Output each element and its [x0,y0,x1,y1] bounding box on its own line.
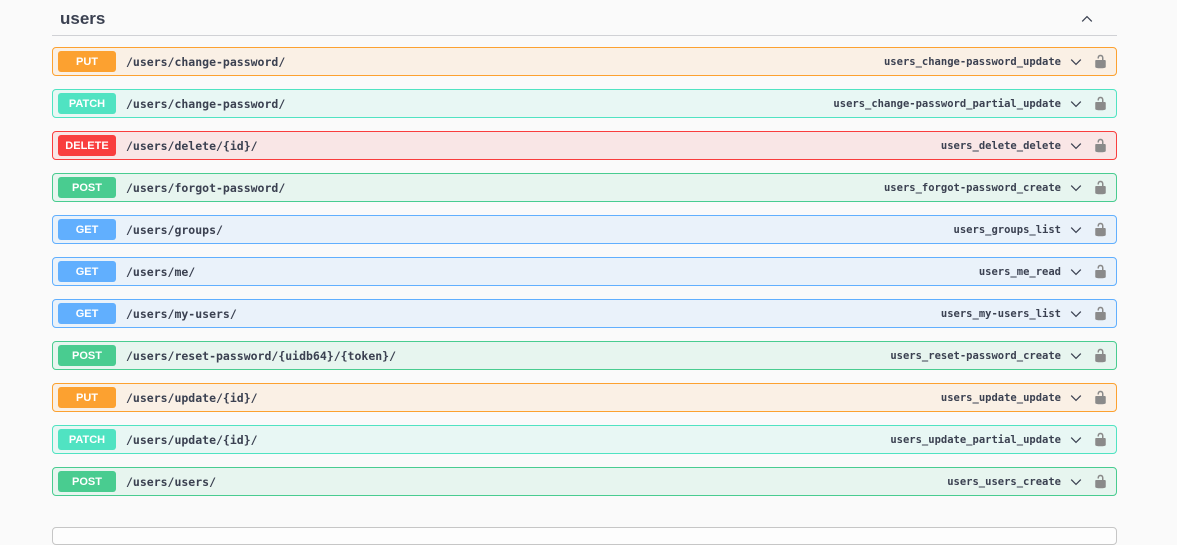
endpoint-path: /users/update/{id}/ [126,390,258,405]
expand-operation-button[interactable] [1068,432,1084,448]
endpoint-row[interactable]: PATCH /users/change-password/ users_chan… [52,89,1117,118]
operation-id: users_update_update [940,391,1061,404]
method-badge: GET [58,303,116,324]
authorize-button[interactable] [1093,222,1108,237]
endpoint-path: /users/me/ [126,264,196,279]
method-badge: PUT [58,387,116,408]
endpoint-row[interactable]: PUT /users/change-password/ users_change… [52,47,1117,76]
chevron-down-icon [1070,58,1082,65]
operation-id: users_me_read [978,265,1061,278]
endpoint-row[interactable]: GET /users/me/ users_me_read [52,257,1117,286]
expand-operation-button[interactable] [1068,474,1084,490]
endpoint-path: /users/users/ [126,474,217,489]
unlocked-padlock-icon [1095,390,1106,405]
endpoint-path: /users/reset-password/{uidb64}/{token}/ [126,348,397,363]
chevron-down-icon [1070,100,1082,107]
endpoint-row[interactable]: POST /users/users/ users_users_create [52,467,1117,496]
chevron-down-icon [1070,478,1082,485]
authorize-button[interactable] [1093,348,1108,363]
endpoint-path: /users/groups/ [126,222,223,237]
expand-operation-button[interactable] [1068,306,1084,322]
operation-id: users_change-password_partial_update [833,97,1061,110]
authorize-button[interactable] [1093,54,1108,69]
operation-id: users_change-password_update [883,55,1061,68]
method-badge: GET [58,261,116,282]
method-badge: GET [58,219,116,240]
expand-operation-button[interactable] [1068,54,1084,70]
endpoint-path: /users/update/{id}/ [126,432,258,447]
endpoint-row[interactable]: POST /users/forgot-password/ users_forgo… [52,173,1117,202]
expand-operation-button[interactable] [1068,264,1084,280]
unlocked-padlock-icon [1095,222,1106,237]
unlocked-padlock-icon [1095,54,1106,69]
unlocked-padlock-icon [1095,180,1106,195]
unlocked-padlock-icon [1095,96,1106,111]
swagger-api-section: users PUT /users/change-password/ users_… [52,0,1117,545]
section-title: users [60,9,106,28]
method-badge: POST [58,345,116,366]
operation-id: users_groups_list [953,223,1061,236]
method-badge: POST [58,471,116,492]
unlocked-padlock-icon [1095,474,1106,489]
unlocked-padlock-icon [1095,306,1106,321]
authorize-button[interactable] [1093,390,1108,405]
endpoint-row[interactable]: PUT /users/update/{id}/ users_update_upd… [52,383,1117,412]
authorize-button[interactable] [1093,432,1108,447]
chevron-down-icon [1070,184,1082,191]
chevron-down-icon [1070,310,1082,317]
authorize-button[interactable] [1093,474,1108,489]
method-badge: PATCH [58,93,116,114]
operation-id: users_reset-password_create [890,349,1061,362]
next-section-box [52,527,1117,545]
operation-id: users_update_partial_update [890,433,1061,446]
operation-id: users_forgot-password_create [883,181,1061,194]
expand-operation-button[interactable] [1068,222,1084,238]
endpoint-path: /users/my-users/ [126,306,237,321]
chevron-down-icon [1070,142,1082,149]
method-badge: DELETE [58,135,116,156]
endpoint-path: /users/forgot-password/ [126,180,286,195]
authorize-button[interactable] [1093,138,1108,153]
endpoint-row[interactable]: GET /users/groups/ users_groups_list [52,215,1117,244]
chevron-down-icon [1070,394,1082,401]
endpoint-row[interactable]: GET /users/my-users/ users_my-users_list [52,299,1117,328]
expand-operation-button[interactable] [1068,348,1084,364]
authorize-button[interactable] [1093,306,1108,321]
endpoint-path: /users/change-password/ [126,54,286,69]
chevron-down-icon [1070,268,1082,275]
method-badge: PUT [58,51,116,72]
expand-operation-button[interactable] [1068,180,1084,196]
endpoint-row[interactable]: PATCH /users/update/{id}/ users_update_p… [52,425,1117,454]
section-header[interactable]: users [52,0,1117,36]
endpoint-path: /users/change-password/ [126,96,286,111]
authorize-button[interactable] [1093,264,1108,279]
method-badge: PATCH [58,429,116,450]
expand-operation-button[interactable] [1068,390,1084,406]
operation-id: users_delete_delete [940,139,1061,152]
unlocked-padlock-icon [1095,264,1106,279]
operation-id: users_my-users_list [940,307,1061,320]
expand-operation-button[interactable] [1068,96,1084,112]
chevron-down-icon [1070,436,1082,443]
expand-operation-button[interactable] [1068,138,1084,154]
operation-id: users_users_create [947,475,1061,488]
chevron-down-icon [1070,352,1082,359]
authorize-button[interactable] [1093,96,1108,111]
unlocked-padlock-icon [1095,138,1106,153]
endpoint-row[interactable]: DELETE /users/delete/{id}/ users_delete_… [52,131,1117,160]
endpoint-path: /users/delete/{id}/ [126,138,258,153]
endpoint-row[interactable]: POST /users/reset-password/{uidb64}/{tok… [52,341,1117,370]
unlocked-padlock-icon [1095,348,1106,363]
chevron-down-icon [1070,226,1082,233]
collapse-section-button[interactable] [1079,11,1095,27]
chevron-up-icon [1081,15,1093,22]
authorize-button[interactable] [1093,180,1108,195]
operations-list: PUT /users/change-password/ users_change… [52,36,1117,496]
method-badge: POST [58,177,116,198]
unlocked-padlock-icon [1095,432,1106,447]
